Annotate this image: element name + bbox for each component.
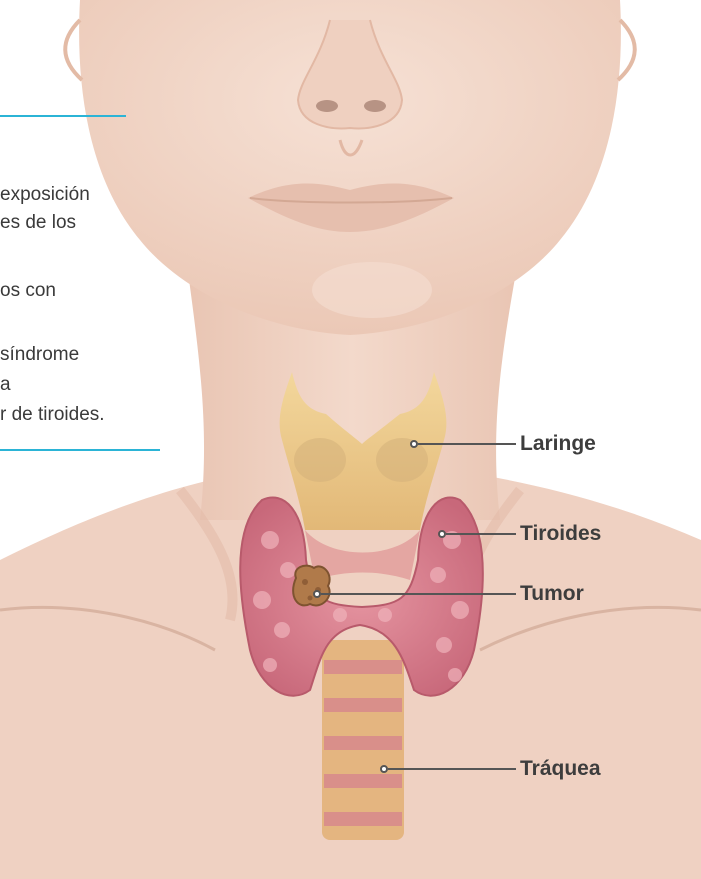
thyroid-pointer-dot [438, 530, 446, 538]
sidebar-line-1: exposición [0, 184, 90, 206]
tumor-pointer-dot [313, 590, 321, 598]
label-laringe: Laringe [520, 432, 596, 456]
larynx-leader-line [418, 443, 516, 445]
sidebar-line-5: a [0, 374, 11, 396]
trachea-pointer-dot [380, 765, 388, 773]
thyroid-leader-line [446, 533, 516, 535]
sidebar-line-4: síndrome [0, 344, 79, 366]
label-traquea: Tráquea [520, 757, 601, 781]
tumor [293, 566, 329, 606]
top-divider [0, 115, 126, 117]
bottom-divider [0, 449, 160, 451]
label-tiroides: Tiroides [520, 522, 601, 546]
sidebar-line-3: os con [0, 280, 56, 302]
trachea [322, 640, 404, 840]
sidebar-line-2: es de los [0, 212, 76, 234]
trachea-leader-line [388, 768, 516, 770]
larynx-pointer-dot [410, 440, 418, 448]
tumor-leader-line [321, 593, 516, 595]
sidebar-line-6: r de tiroides. [0, 404, 105, 426]
label-tumor: Tumor [520, 582, 584, 606]
